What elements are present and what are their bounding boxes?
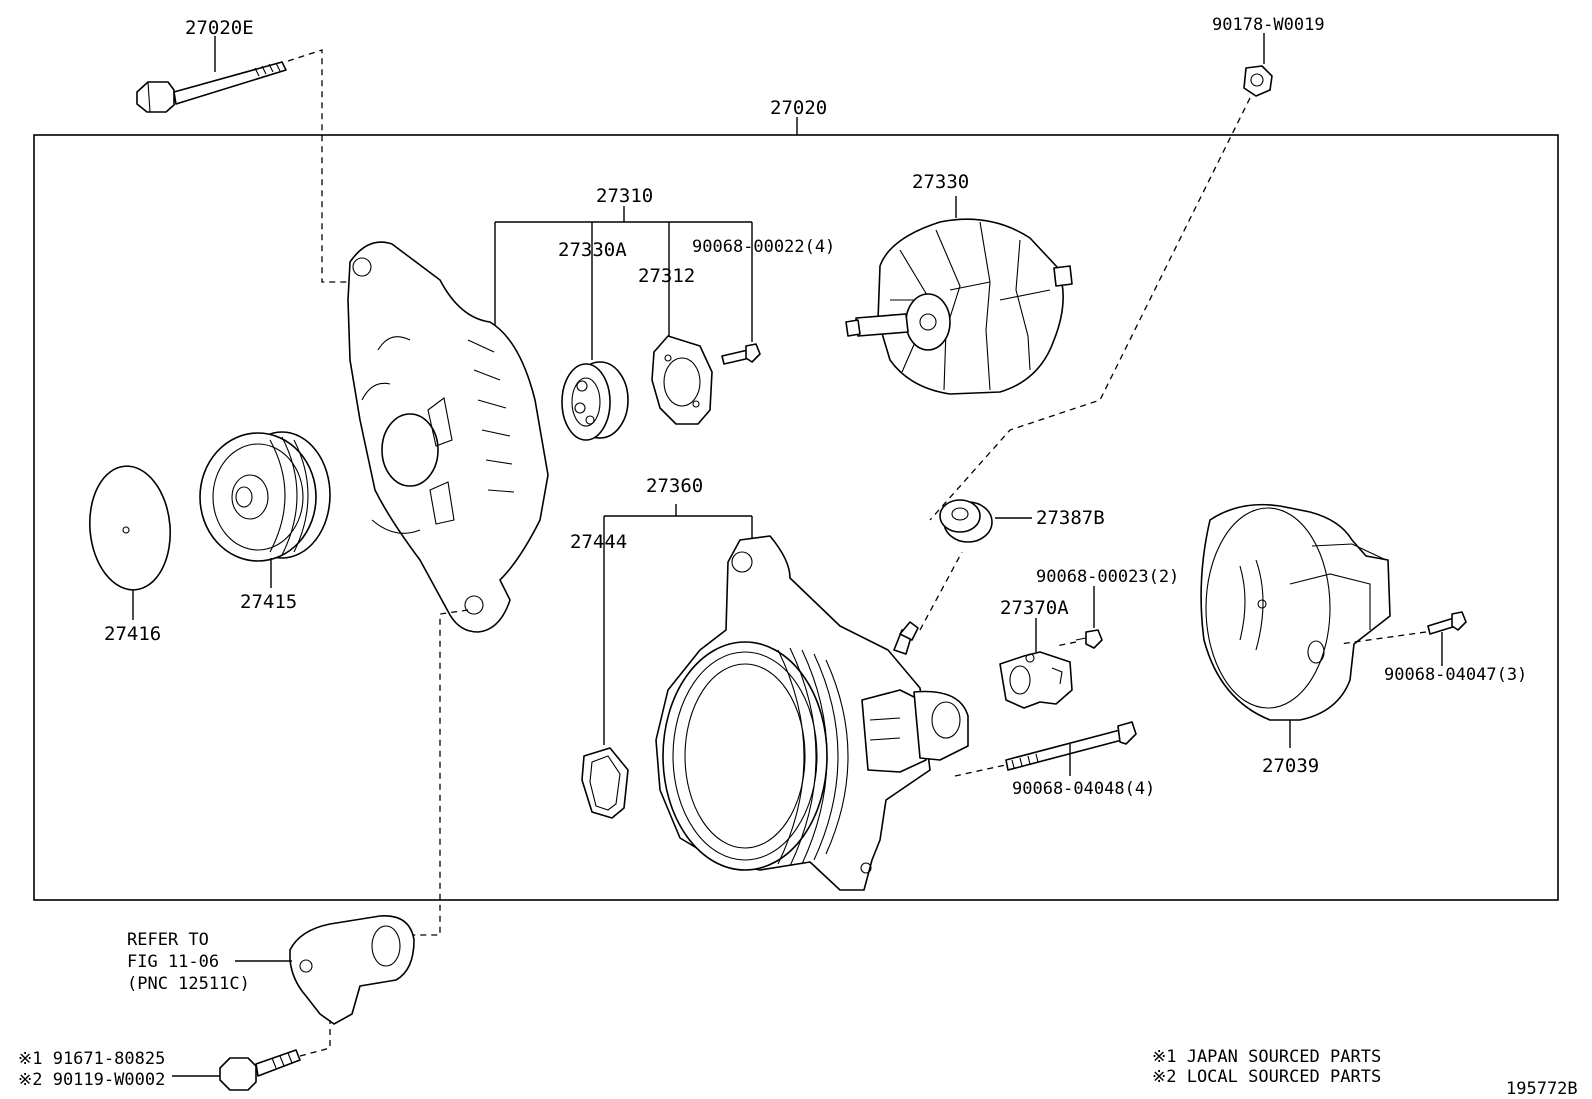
pulley-27415-icon[interactable] — [199, 431, 331, 562]
label-27330a: 27330A — [558, 239, 627, 261]
bearing-27330a-icon[interactable] — [561, 361, 629, 441]
bolt-27020e-icon[interactable] — [136, 61, 287, 113]
assembly-box-27020 — [33, 134, 1559, 901]
grommet-27387b-icon[interactable] — [939, 499, 993, 543]
label-90068-04048: 90068-04048(4) — [1012, 779, 1155, 799]
screw-90068-00023-icon[interactable] — [1075, 629, 1103, 649]
label-27020: 27020 — [770, 97, 827, 119]
nut-90178-icon[interactable] — [1243, 65, 1273, 97]
refer-line-3: (PNC 12511C) — [127, 974, 250, 994]
label-90178-w0019: 90178-W0019 — [1212, 15, 1325, 35]
label-27310: 27310 — [596, 185, 653, 207]
label-90068-04047: 90068-04047(3) — [1384, 665, 1527, 685]
label-27330: 27330 — [912, 171, 969, 193]
screw-90068-04047-icon[interactable] — [1427, 611, 1467, 635]
label-90068-00023: 90068-00023(2) — [1036, 567, 1179, 587]
bolt-91671-90119-icon[interactable] — [219, 1049, 301, 1091]
mounting-bracket-icon[interactable] — [289, 915, 415, 1025]
label-27020e: 27020E — [185, 17, 254, 39]
label-27312: 27312 — [638, 265, 695, 287]
label-27415: 27415 — [240, 591, 297, 613]
legend-line-1: ※1 JAPAN SOURCED PARTS — [1152, 1047, 1381, 1067]
figure-id: 195772B — [1506, 1079, 1578, 1099]
brush-holder-27370a-icon[interactable] — [999, 651, 1073, 709]
screw-90068-00022-icon[interactable] — [721, 343, 761, 365]
bolt-note-1: ※1 91671-80825 — [18, 1049, 165, 1069]
bolt-90068-04048-icon[interactable] — [1005, 721, 1137, 771]
refer-line-2: FIG 11-06 — [127, 952, 219, 972]
refer-line-1: REFER TO — [127, 930, 209, 950]
legend-line-2: ※2 LOCAL SOURCED PARTS — [1152, 1067, 1381, 1087]
label-90068-00022: 90068-00022(4) — [692, 237, 835, 257]
bolt-note-2: ※2 90119-W0002 — [18, 1070, 165, 1090]
rear-housing-27360-icon[interactable] — [655, 535, 969, 891]
retainer-plate-27312-icon[interactable] — [651, 335, 713, 425]
cap-27416-icon[interactable] — [85, 463, 176, 594]
rotor-27330-icon[interactable] — [845, 196, 1073, 395]
rear-cover-27039-icon[interactable] — [1200, 503, 1391, 721]
label-27387b: 27387B — [1036, 507, 1105, 529]
label-27416: 27416 — [104, 623, 161, 645]
label-27360: 27360 — [646, 475, 703, 497]
label-27444: 27444 — [570, 531, 627, 553]
seal-27444-icon[interactable] — [581, 747, 629, 819]
drive-end-frame-icon[interactable] — [347, 241, 549, 633]
label-27370a: 27370A — [1000, 597, 1069, 619]
label-27039: 27039 — [1262, 755, 1319, 777]
